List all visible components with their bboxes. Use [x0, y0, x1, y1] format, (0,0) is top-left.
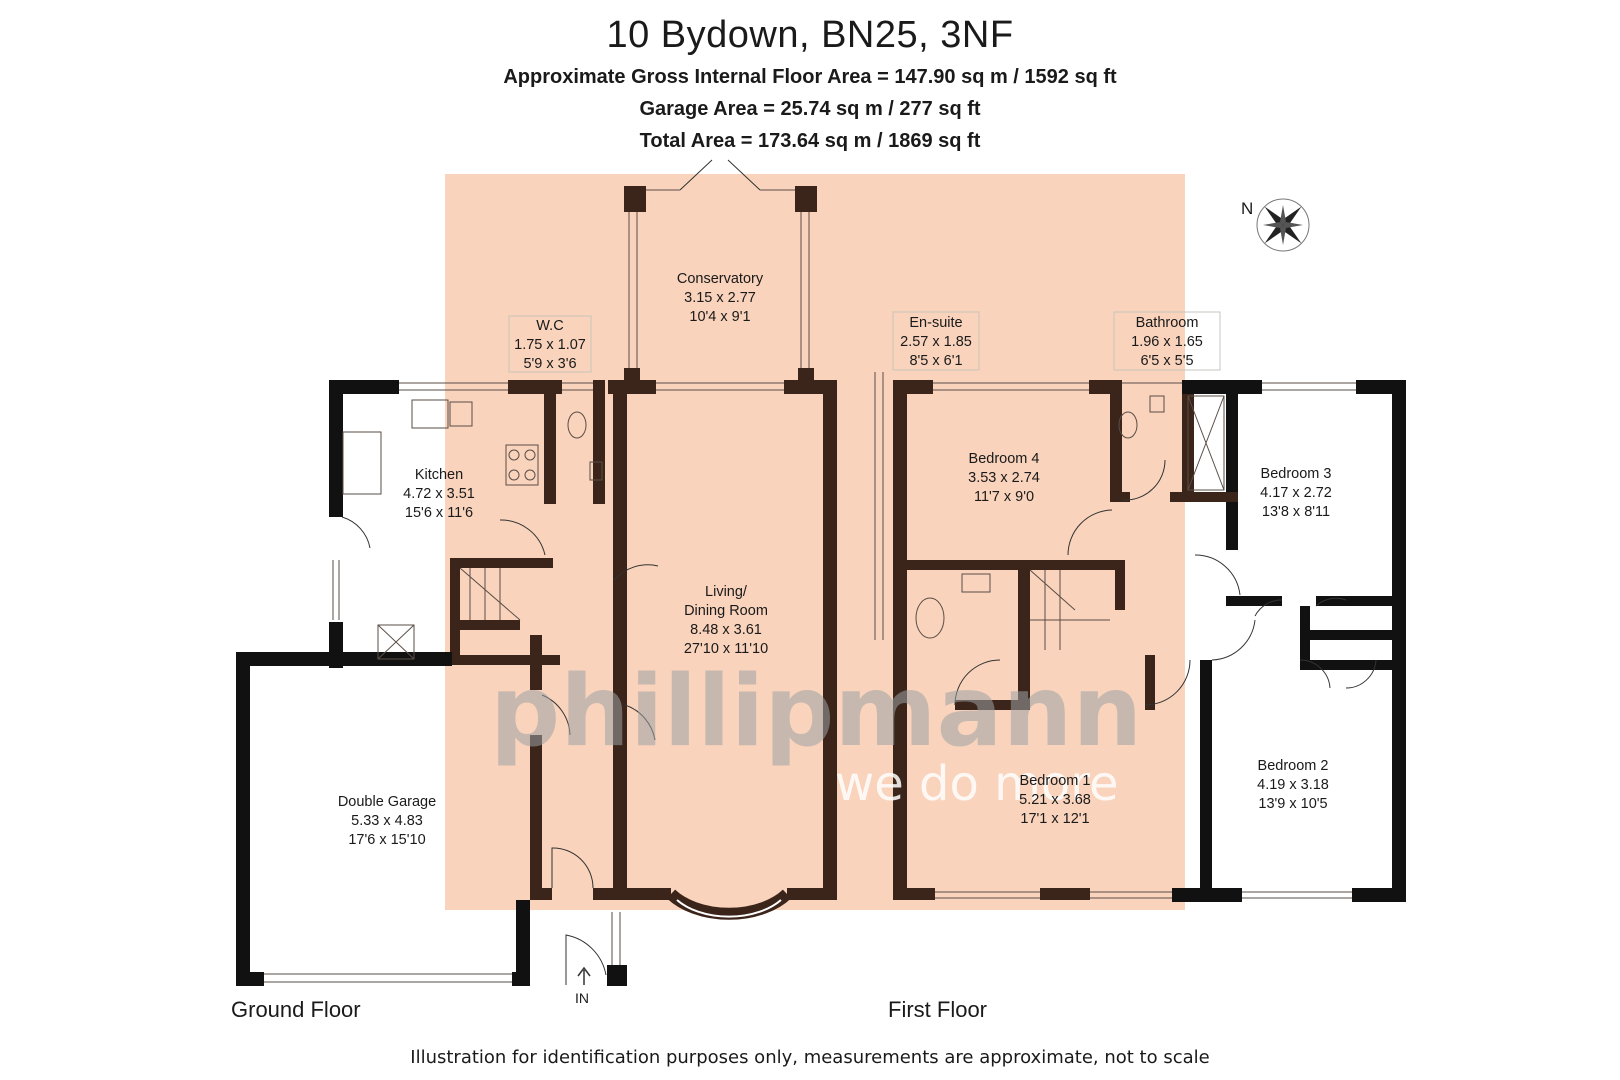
compass-rose-icon	[1256, 198, 1310, 252]
entrance-label: IN	[575, 990, 589, 1006]
room-bedroom-4: Bedroom 4 3.53 x 2.74 11'7 x 9'0	[968, 451, 1040, 505]
svg-text:W.C: W.C	[536, 318, 563, 334]
svg-text:11'7 x 9'0: 11'7 x 9'0	[974, 489, 1034, 505]
compass-north-label: N	[1241, 199, 1253, 218]
svg-text:Double Garage: Double Garage	[338, 794, 436, 810]
svg-text:En-suite: En-suite	[909, 315, 962, 331]
svg-text:4.19 x 3.18: 4.19 x 3.18	[1257, 777, 1329, 793]
svg-text:27'10 x 11'10: 27'10 x 11'10	[684, 641, 768, 657]
svg-text:Bedroom 3: Bedroom 3	[1261, 466, 1332, 482]
svg-text:Bedroom 4: Bedroom 4	[969, 451, 1040, 467]
entrance-arrow-icon	[577, 966, 591, 985]
gross-area-text: Approximate Gross Internal Floor Area = …	[503, 66, 1117, 88]
room-bathroom: Bathroom 1.96 x 1.65 6'5 x 5'5	[1113, 311, 1221, 371]
room-en-suite: En-suite 2.57 x 1.85 8'5 x 6'1	[892, 311, 980, 371]
ground-floor-walls	[236, 159, 837, 986]
svg-text:Bathroom: Bathroom	[1136, 315, 1199, 331]
svg-text:2.57 x 1.85: 2.57 x 1.85	[900, 334, 972, 350]
svg-text:Bedroom 1: Bedroom 1	[1020, 773, 1091, 789]
room-bedroom-3: Bedroom 3 4.17 x 2.72 13'8 x 8'11	[1260, 466, 1332, 520]
first-floor-fixtures	[874, 372, 1377, 706]
svg-text:17'1 x 12'1: 17'1 x 12'1	[1020, 811, 1089, 827]
page-title: 10 Bydown, BN25, 3NF	[606, 14, 1014, 56]
svg-text:5'9 x 3'6: 5'9 x 3'6	[523, 356, 576, 372]
svg-text:6'5 x 5'5: 6'5 x 5'5	[1140, 353, 1193, 369]
svg-text:17'6 x 15'10: 17'6 x 15'10	[348, 832, 425, 848]
svg-text:13'8 x 8'11: 13'8 x 8'11	[1262, 504, 1330, 520]
room-living-dining: Living/ Dining Room 8.48 x 3.61 27'10 x …	[684, 584, 768, 657]
svg-text:1.96 x 1.65: 1.96 x 1.65	[1131, 334, 1203, 350]
svg-text:3.15 x 2.77: 3.15 x 2.77	[684, 290, 756, 306]
room-kitchen: Kitchen 4.72 x 3.51 15'6 x 11'6	[403, 467, 475, 521]
svg-text:5.21 x 3.68: 5.21 x 3.68	[1019, 792, 1091, 808]
svg-text:Conservatory: Conservatory	[677, 271, 764, 287]
svg-text:5.33 x 4.83: 5.33 x 4.83	[351, 813, 423, 829]
first-floor-walls	[893, 380, 1406, 902]
room-double-garage: Double Garage 5.33 x 4.83 17'6 x 15'10	[338, 794, 436, 848]
watermark-brand: phillipmann	[490, 655, 1142, 769]
highlight-overlay	[445, 174, 1185, 910]
first-floor-label: First Floor	[888, 997, 987, 1022]
svg-text:1.75 x 1.07: 1.75 x 1.07	[514, 337, 586, 353]
svg-text:Dining Room: Dining Room	[684, 603, 768, 619]
garage-area-text: Garage Area = 25.74 sq m / 277 sq ft	[639, 98, 981, 120]
disclaimer-text: Illustration for identification purposes…	[410, 1047, 1210, 1068]
svg-text:15'6 x 11'6: 15'6 x 11'6	[405, 505, 473, 521]
room-bedroom-1: Bedroom 1 5.21 x 3.68 17'1 x 12'1	[1019, 773, 1091, 827]
room-conservatory: Conservatory 3.15 x 2.77 10'4 x 9'1	[677, 271, 764, 325]
svg-text:4.72 x 3.51: 4.72 x 3.51	[403, 486, 475, 502]
svg-text:8.48 x 3.61: 8.48 x 3.61	[690, 622, 762, 638]
svg-text:3.53 x 2.74: 3.53 x 2.74	[968, 470, 1040, 486]
ground-floor-label: Ground Floor	[231, 997, 361, 1022]
svg-text:4.17 x 2.72: 4.17 x 2.72	[1260, 485, 1332, 501]
svg-text:8'5 x 6'1: 8'5 x 6'1	[909, 353, 962, 369]
svg-text:Living/: Living/	[705, 584, 748, 600]
room-wc: W.C 1.75 x 1.07 5'9 x 3'6	[508, 315, 592, 373]
room-bedroom-2: Bedroom 2 4.19 x 3.18 13'9 x 10'5	[1257, 758, 1329, 812]
total-area-text: Total Area = 173.64 sq m / 1869 sq ft	[639, 130, 981, 152]
ground-floor-fixtures	[341, 399, 659, 889]
svg-text:10'4 x 9'1: 10'4 x 9'1	[689, 309, 750, 325]
watermark-slogan: we do more	[835, 756, 1118, 812]
svg-text:Bedroom 2: Bedroom 2	[1258, 758, 1329, 774]
svg-text:Kitchen: Kitchen	[415, 467, 463, 483]
svg-text:13'9 x 10'5: 13'9 x 10'5	[1258, 796, 1327, 812]
